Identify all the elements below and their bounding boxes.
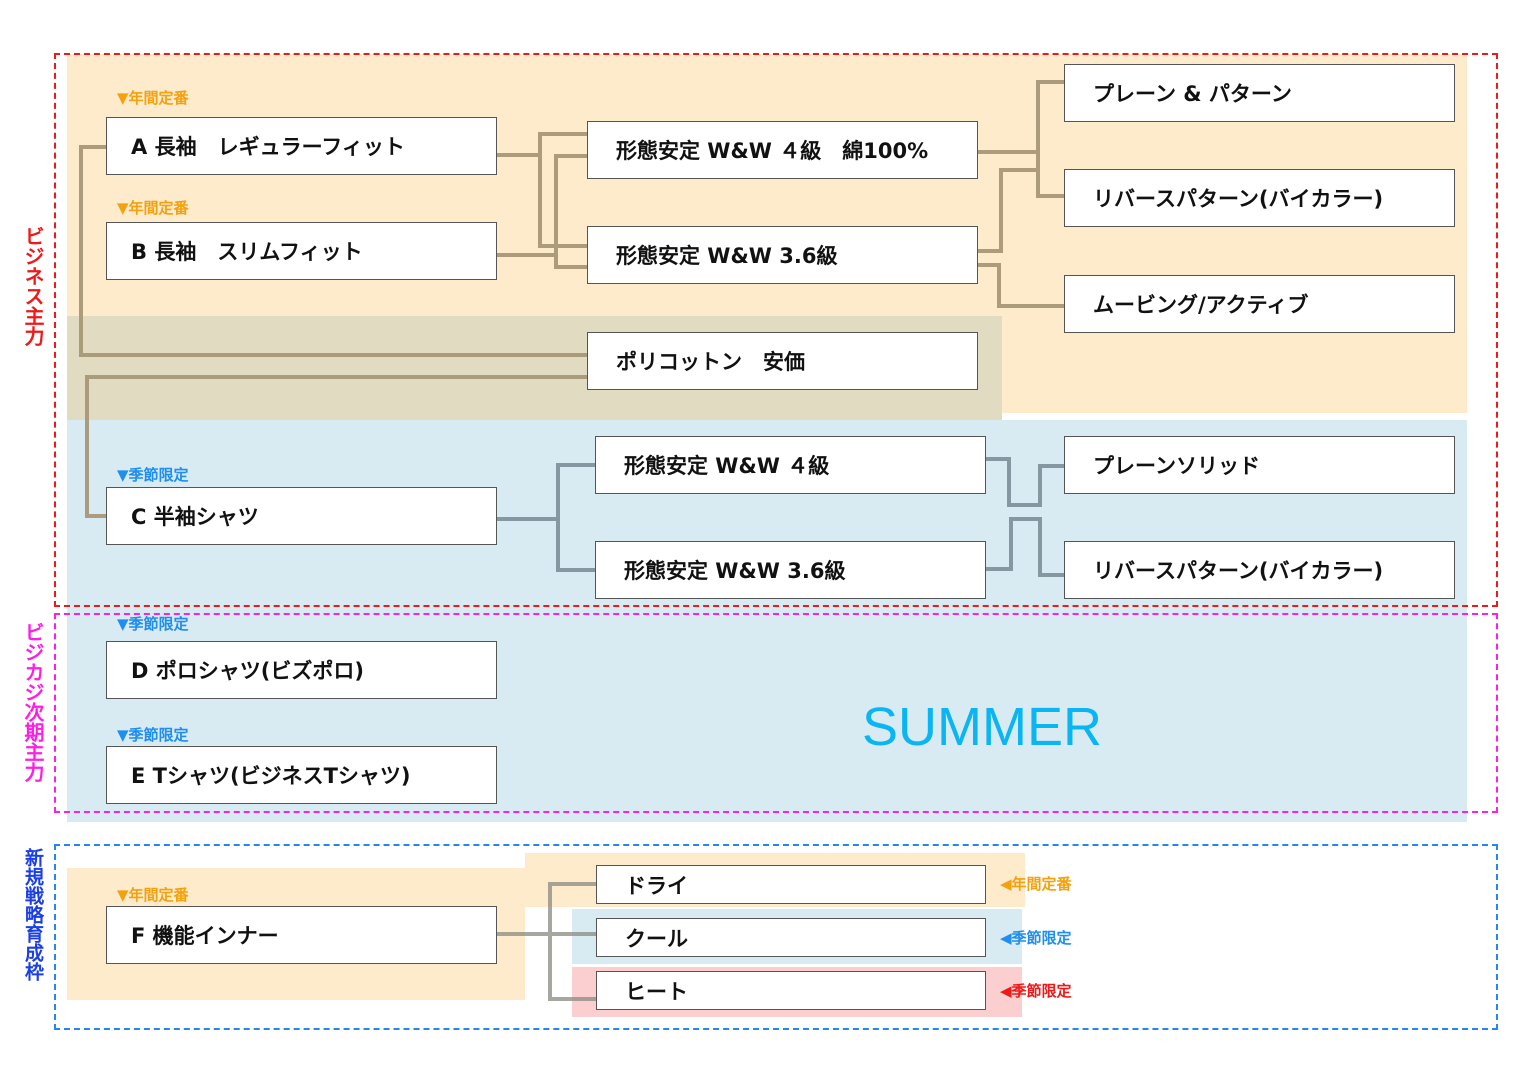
inner-heat[interactable]: ヒート	[596, 971, 986, 1010]
tag-seasonal-c: ▼季節限定	[117, 466, 189, 484]
tag-annual-dry: ◀年間定番	[1000, 875, 1072, 893]
material-ww4[interactable]: 形態安定 W&W ４級	[595, 436, 986, 494]
product-e-tshirt[interactable]: E Tシャツ(ビジネスTシャツ)	[106, 746, 497, 804]
material-ww4-cotton[interactable]: 形態安定 W&W ４級 綿100%	[587, 121, 978, 179]
material-ww36[interactable]: 形態安定 W&W 3.6級	[587, 226, 978, 284]
material-polycotton[interactable]: ポリコットン 安価	[587, 332, 978, 390]
product-d-polo[interactable]: D ポロシャツ(ビズポロ)	[106, 641, 497, 699]
product-a-long-sleeve-regular[interactable]: A 長袖 レギュラーフィット	[106, 117, 497, 175]
pattern-reverse-bicolor[interactable]: リバースパターン(バイカラー)	[1064, 169, 1455, 227]
pattern-plain-solid[interactable]: プレーンソリッド	[1064, 436, 1455, 494]
product-b-long-sleeve-slim[interactable]: B 長袖 スリムフィット	[106, 222, 497, 280]
product-f-functional-inner[interactable]: F 機能インナー	[106, 906, 497, 964]
annual-panel-short-sleeve-gap	[1002, 413, 1467, 420]
tag-annual-a: ▼年間定番	[117, 89, 189, 107]
group-label-new-strategy: 新規戦略育成枠	[22, 848, 44, 981]
pattern-plain-and-pattern[interactable]: プレーン & パターン	[1064, 64, 1455, 122]
tag-seasonal-cool: ◀季節限定	[1000, 929, 1072, 947]
tag-seasonal-e: ▼季節限定	[117, 726, 189, 744]
group-label-bizcasual-next: ビジカジ次期主力	[21, 622, 45, 782]
material-ww36-c[interactable]: 形態安定 W&W 3.6級	[595, 541, 986, 599]
new-strategy-frame	[54, 844, 1498, 1030]
bizcasual-next-frame	[54, 613, 1498, 813]
business-main-frame	[54, 53, 1498, 607]
tag-annual-f: ▼年間定番	[117, 886, 189, 904]
inner-dry[interactable]: ドライ	[596, 865, 986, 904]
inner-cool[interactable]: クール	[596, 918, 986, 957]
pattern-reverse-bicolor-c[interactable]: リバースパターン(バイカラー)	[1064, 541, 1455, 599]
season-label-summer: SUMMER	[862, 697, 1102, 757]
product-c-short-sleeve[interactable]: C 半袖シャツ	[106, 487, 497, 545]
pattern-moving-active[interactable]: ムービング/アクティブ	[1064, 275, 1455, 333]
tag-seasonal-d: ▼季節限定	[117, 615, 189, 633]
tag-seasonal-heat: ◀季節限定	[1000, 982, 1072, 1000]
group-label-business-main: ビジネス主力	[21, 226, 45, 346]
tag-annual-b: ▼年間定番	[117, 199, 189, 217]
